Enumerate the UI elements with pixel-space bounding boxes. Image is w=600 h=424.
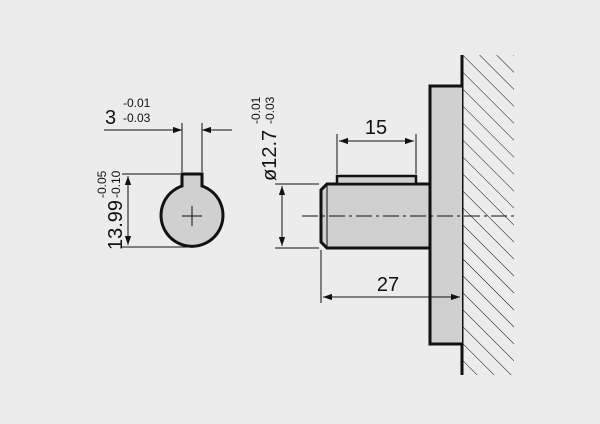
flange <box>430 86 462 344</box>
key-height-label: 13.99 -0.05 -0.10 <box>95 170 127 250</box>
wall-section <box>462 55 514 375</box>
end-view: 3 -0.01 -0.03 13.99 -0.05 -0.10 <box>95 96 232 250</box>
svg-text:-0.03: -0.03 <box>263 96 277 124</box>
key-length-label: 15 <box>365 117 387 139</box>
svg-text:ø12.7: ø12.7 <box>259 130 281 181</box>
svg-text:-0.10: -0.10 <box>109 170 123 198</box>
svg-text:-0.01: -0.01 <box>249 96 263 124</box>
svg-text:3: 3 <box>105 107 116 129</box>
key <box>335 174 418 186</box>
key-width-label: 3 -0.01 -0.03 <box>105 96 151 129</box>
shaft-length-label: 27 <box>377 274 399 296</box>
svg-text:-0.01: -0.01 <box>123 96 151 110</box>
svg-text:-0.05: -0.05 <box>95 170 109 198</box>
svg-text:-0.03: -0.03 <box>123 111 151 125</box>
diameter-label: ø12.7 -0.01 -0.03 <box>249 96 281 181</box>
svg-text:13.99: 13.99 <box>105 200 127 250</box>
side-view: 15 27 ø12.7 -0.01 -0.03 <box>249 55 514 375</box>
